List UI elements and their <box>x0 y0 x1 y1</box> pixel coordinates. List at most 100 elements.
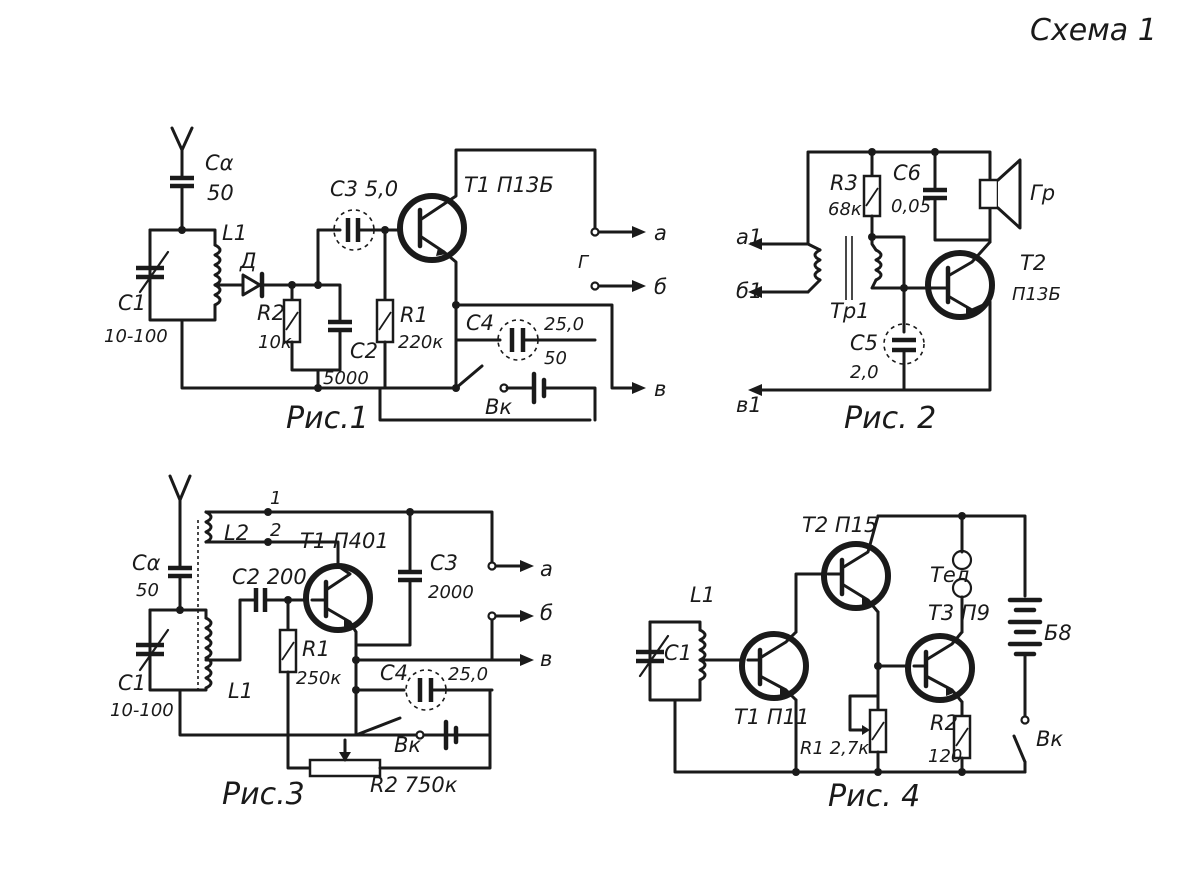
fig2-in-b-label: б1 <box>736 279 762 303</box>
fig4-vk-switch <box>1014 736 1025 762</box>
fig1-out-a-label: а <box>654 221 667 245</box>
fig1-c2-value: 5000 <box>323 368 369 389</box>
fig1-c1-label: C1 <box>118 291 146 315</box>
fig3-output-b <box>520 610 534 622</box>
fig4-c1-label: C1 <box>664 641 692 665</box>
fig2-c6-value: 0,05 <box>891 196 931 217</box>
fig2-t2-value: П13Б <box>1012 284 1061 305</box>
fig3-l2-label: L2 <box>224 521 249 545</box>
fig2-speaker-icon <box>980 180 998 208</box>
fig3-r1-value: 250к <box>296 668 341 689</box>
fig1-vk-label: Вк <box>485 395 512 419</box>
fig1-c4-label: C4 <box>466 311 494 335</box>
fig1-antenna-icon <box>172 128 192 178</box>
fig1-l1-coil <box>215 245 220 305</box>
fig4-t3-label: T3 П9 <box>928 601 990 625</box>
fig1-r2-label: R2 <box>257 301 285 325</box>
fig2-r3-value: 68к <box>828 199 862 220</box>
fig1-g-label: Г <box>578 252 590 273</box>
fig1-out-b-label: б <box>654 275 667 299</box>
fig3-ca-value: 50 <box>136 580 159 601</box>
fig1-c1-value: 10-100 <box>104 326 168 347</box>
fig1-output-a <box>632 226 646 238</box>
fig1-caption: Рис.1 <box>286 401 369 436</box>
fig3-r1-label: R1 <box>302 637 330 661</box>
fig1-output-v <box>632 382 646 394</box>
fig2-tr1-secondary <box>876 250 881 280</box>
fig2-gr-label: Гр <box>1030 181 1055 205</box>
fig1-c2-label: C2 <box>350 339 378 363</box>
fig3-c3-value: 2000 <box>428 582 474 603</box>
fig3-caption: Рис.3 <box>222 777 305 812</box>
fig1-c4-extra: 50 <box>544 348 567 369</box>
figure-1: Cα 50 L1 C1 10-100 Д <box>104 128 667 436</box>
fig3-t1-transistor <box>306 566 370 630</box>
fig1-c3-label: C3 5,0 <box>330 177 398 201</box>
fig3-out-b-label: б <box>540 601 553 625</box>
fig4-r2-value: 120 <box>928 746 962 767</box>
fig3-c2-label: C2 200 <box>232 565 307 589</box>
fig1-r1-label: R1 <box>400 303 428 327</box>
fig3-c4-value: 25,0 <box>448 664 488 685</box>
fig2-in-v-label: в1 <box>736 393 762 417</box>
fig3-t1-label: T1 П401 <box>300 529 389 553</box>
fig1-ca-value: 50 <box>207 181 234 205</box>
fig1-t1-transistor <box>400 196 464 260</box>
fig4-tel-label: Тел <box>930 563 969 587</box>
figure-2: а1 б1 в1 R3 68к Тр1 C6 0,05 <box>736 148 1061 436</box>
fig4-r1-label: R1 2,7к <box>800 738 869 759</box>
fig1-r2-value: 10к <box>258 332 292 353</box>
fig4-bat-label: Б8 <box>1044 621 1072 645</box>
fig4-r2-label: R2 <box>930 711 958 735</box>
fig2-t2-transistor <box>928 253 992 317</box>
fig4-t1-transistor <box>742 634 806 698</box>
fig4-l1-coil <box>700 630 705 680</box>
figure-4: L1 C1 T1 П11 T2 П15 Тел T3 <box>636 512 1072 814</box>
fig2-c6-label: C6 <box>893 161 921 185</box>
sheet-title: Схема 1 <box>1030 13 1157 48</box>
fig2-tr1-core <box>846 236 852 300</box>
fig2-r3-label: R3 <box>830 171 858 195</box>
fig3-r2-label: R2 750к <box>370 773 458 797</box>
fig4-l1-label: L1 <box>690 583 715 607</box>
fig3-tap1-label: 1 <box>270 488 281 509</box>
fig3-antenna-icon <box>170 476 190 566</box>
fig4-t2-transistor <box>824 544 888 608</box>
fig4-t2-label: T2 П15 <box>802 513 877 537</box>
fig2-c5-label: C5 <box>850 331 878 355</box>
fig3-l2-coil <box>206 512 211 542</box>
fig3-c1-label: C1 <box>118 671 146 695</box>
fig3-c1-value: 10-100 <box>110 700 174 721</box>
fig1-vk-switch <box>456 366 482 388</box>
fig2-c5-value: 2,0 <box>850 362 879 383</box>
fig4-vk-label: Вк <box>1036 727 1063 751</box>
fig4-caption: Рис. 4 <box>828 779 920 814</box>
fig3-l1-coil <box>206 618 211 688</box>
fig1-d-label: Д <box>239 249 256 273</box>
fig4-t3-transistor <box>908 636 972 700</box>
fig3-output-v <box>520 654 534 666</box>
fig1-diode <box>243 275 260 295</box>
fig3-l1-label: L1 <box>228 679 253 703</box>
fig3-c3-label: C3 <box>430 551 458 575</box>
fig2-tr1-label: Тр1 <box>830 299 870 323</box>
fig3-output-a <box>520 560 534 572</box>
figure-3: Cα 50 1 2 L2 T1 П401 C1 10-100 L1 C2 200 <box>110 476 553 812</box>
fig1-output-b <box>632 280 646 292</box>
fig2-t2-label: T2 <box>1020 251 1046 275</box>
fig1-c4-value: 25,0 <box>544 314 584 335</box>
fig3-vk-label: Вк <box>394 733 421 757</box>
fig1-r1-value: 220к <box>398 332 443 353</box>
fig3-c4-label: C4 <box>380 661 408 685</box>
fig3-ca-label: Cα <box>132 551 161 575</box>
fig1-out-v-label: в <box>654 377 666 401</box>
fig2-caption: Рис. 2 <box>844 401 936 436</box>
fig1-ca-label: Cα <box>205 151 234 175</box>
fig1-l1-label: L1 <box>222 221 247 245</box>
fig2-in-a-label: а1 <box>736 225 762 249</box>
fig4-t1-label: T1 П11 <box>734 705 809 729</box>
fig3-tap2-label: 2 <box>270 520 281 541</box>
fig1-t1-label: T1 П13Б <box>464 173 554 197</box>
